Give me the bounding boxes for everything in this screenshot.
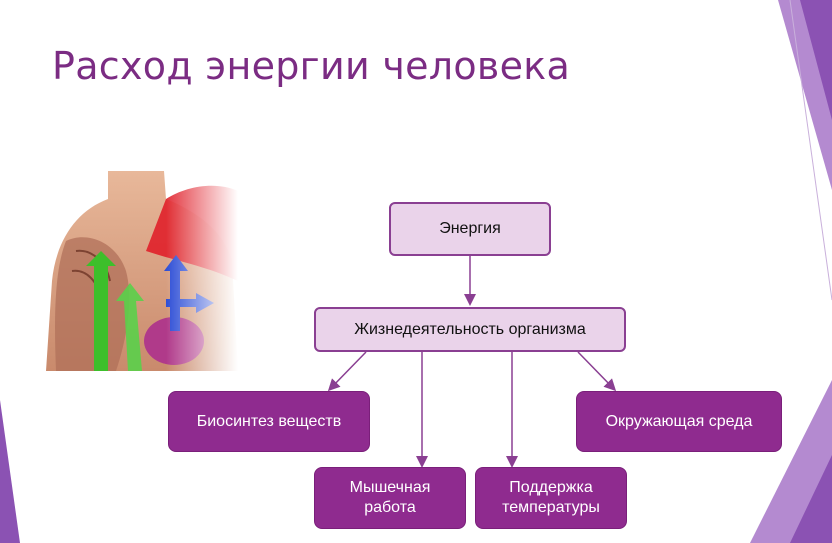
- node-biosynthesis: Биосинтез веществ: [168, 391, 370, 452]
- node-muscle-work-line2: работа: [364, 499, 416, 516]
- node-muscle-work: Мышечная работа: [314, 467, 466, 529]
- slide-title: Расход энергии человека: [52, 44, 571, 88]
- node-vital-activity-label: Жизнедеятельность организма: [354, 320, 586, 338]
- node-vital-activity: Жизнедеятельность организма: [314, 307, 626, 352]
- node-temperature-line1: Поддержка: [509, 479, 593, 496]
- node-energy: Энергия: [389, 202, 551, 256]
- node-temperature-line2: температуры: [502, 499, 600, 516]
- corner-shape-bottom-dark: [790, 455, 832, 543]
- node-temperature: Поддержка температуры: [475, 467, 627, 529]
- human-energy-illustration: [46, 171, 238, 371]
- node-energy-label: Энергия: [439, 220, 501, 237]
- corner-line: [789, 0, 832, 301]
- node-environment: Окружающая среда: [576, 391, 782, 452]
- node-biosynthesis-label: Биосинтез веществ: [196, 412, 342, 430]
- node-environment-label: Окружающая среда: [605, 412, 753, 430]
- corner-shape-top-dark: [800, 0, 832, 120]
- corner-shape-left: [0, 400, 20, 543]
- arrow-to-biosynthesis: [327, 351, 367, 392]
- arrow-to-environment: [577, 351, 617, 392]
- node-muscle-work-line1: Мышечная: [349, 479, 431, 496]
